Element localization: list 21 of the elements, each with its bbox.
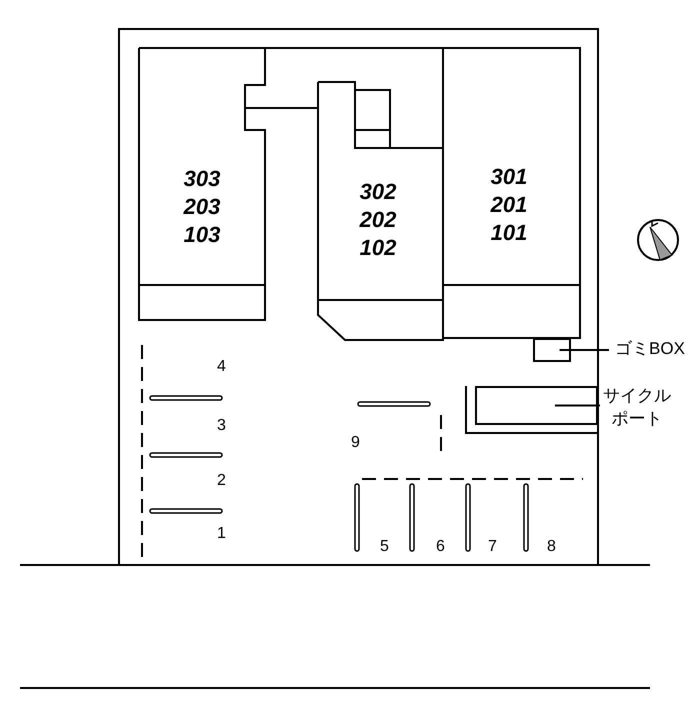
parking-number: 3 — [217, 417, 226, 435]
unit-numbers: 302 202 102 — [358, 178, 398, 262]
parking-number: 8 — [547, 538, 556, 556]
garbage-box — [533, 338, 571, 362]
parking-number: 4 — [217, 358, 226, 376]
unit-numbers: 301 201 101 — [489, 163, 528, 247]
parking-number: 2 — [217, 472, 226, 490]
parking-number: 6 — [436, 538, 445, 556]
callout-label: ゴミBOX — [614, 338, 686, 360]
leader-line — [554, 404, 600, 406]
parking-number: 7 — [488, 538, 497, 556]
building — [139, 48, 265, 320]
parking-number: 1 — [217, 525, 226, 543]
building — [318, 82, 443, 340]
unit-numbers: 303 203 103 — [182, 165, 222, 249]
leader-line — [560, 349, 609, 351]
bicycle-shed — [475, 386, 598, 425]
callout-label: サイクルポート — [602, 385, 672, 430]
parking-number: 9 — [351, 434, 360, 452]
parking-number: 5 — [380, 538, 389, 556]
building — [443, 48, 580, 338]
